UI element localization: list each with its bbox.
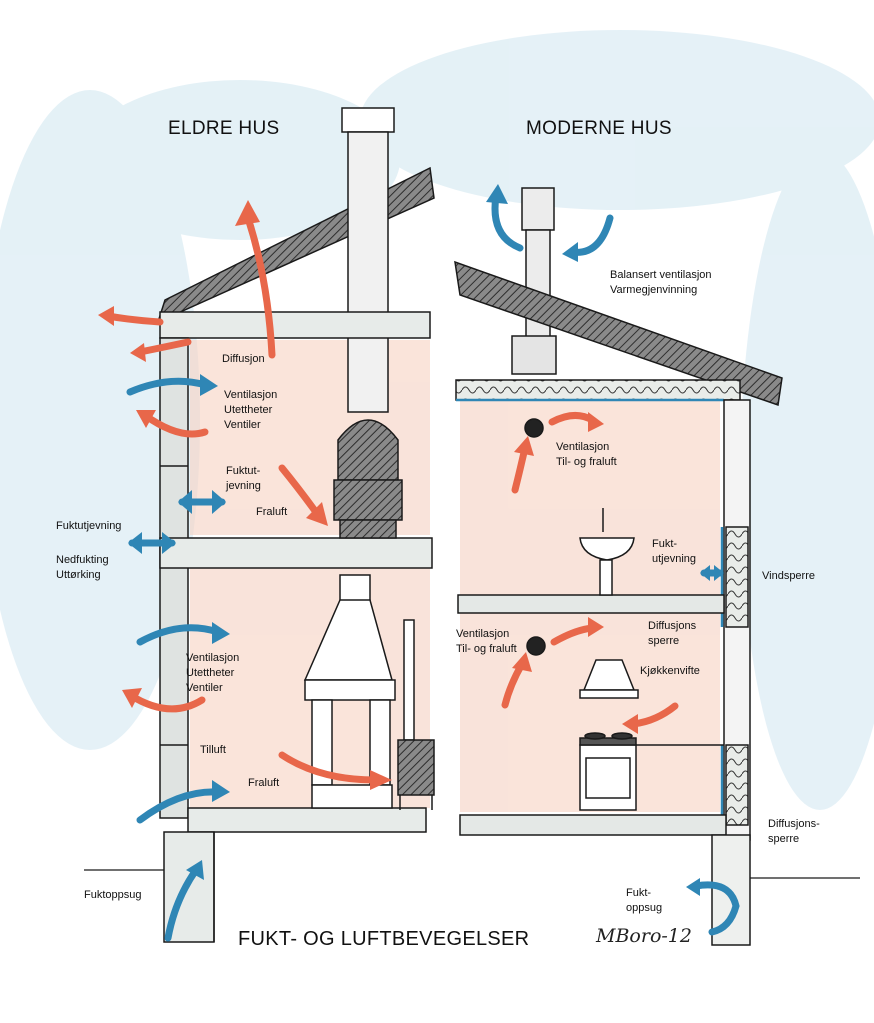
- label-fraluft-bottom: Fraluft: [248, 777, 280, 789]
- title-older-house: ELDRE HUS: [168, 118, 280, 139]
- label-ventilasjon-top: Ventilasjon Utettheter Ventiler: [224, 389, 278, 431]
- label-fukt-oppsug-right: Fukt- oppsug: [626, 887, 663, 914]
- modern-vent-ball-bottom: [526, 636, 546, 656]
- modern-stove: [579, 732, 724, 811]
- older-house: [156, 107, 435, 943]
- warm-arrow-top-outflow: [142, 412, 209, 438]
- label-tilluft: Tilluft: [200, 744, 226, 756]
- label-diffusjon: Diffusjon: [222, 353, 265, 365]
- artist-signature: MBoro-12: [596, 925, 692, 947]
- label-ventilasjon-modern-top: Ventilasjon Til- og fraluft: [556, 441, 617, 468]
- modern-vent-ball-top: [524, 418, 544, 438]
- older-chimney: [341, 107, 395, 133]
- older-woodstove: [397, 619, 435, 810]
- label-diffusjonssperre-bottom: Diffusjons- sperre: [768, 818, 820, 845]
- label-fuktoppsug-left: Fuktoppsug: [84, 889, 142, 901]
- warm-arrow-fraluft-lower: [278, 751, 379, 784]
- modern-sink: [579, 508, 635, 596]
- label-kjokkenvifte: Kjøkkenvifte: [640, 665, 700, 677]
- label-diffusjons-sperre: Diffusjons sperre: [648, 620, 697, 647]
- title-modern-house: MODERNE HUS: [526, 118, 672, 139]
- exterior-wash: [0, 30, 874, 810]
- label-ventilasjon-bottom: Ventilasjon Utettheter Ventiler: [186, 652, 240, 694]
- cool-arrow-top-inflow: [126, 377, 209, 396]
- label-fuktutjevning-wall: Fuktutjevning: [56, 520, 122, 532]
- cool-arrow-modern-oppsug: [692, 881, 740, 936]
- modern-roof: [454, 260, 783, 407]
- cool-arrow-tilluft: [136, 788, 222, 824]
- label-fraluft-top: Fraluft: [256, 506, 288, 518]
- older-stove-upper: [333, 419, 403, 539]
- modern-house: [454, 187, 783, 946]
- warm-arrow-roof-diffusion: [244, 214, 276, 359]
- older-fireplace: [303, 574, 396, 809]
- main-title: FUKT- OG LUFTBEVEGELSER: [238, 928, 530, 950]
- warm-arrow-bottom-outflow: [126, 691, 206, 713]
- cool-arrow-vent-out: [491, 192, 524, 252]
- cool-arrow-heads: [128, 184, 724, 896]
- cool-arrow-fuktoppsug: [164, 866, 200, 942]
- older-wall: [159, 337, 189, 819]
- label-ventilasjon-modern-bottom: Ventilasjon Til- og fraluft: [456, 628, 517, 655]
- modern-kitchen-hood: [579, 659, 639, 699]
- warm-arrow-heads: [98, 200, 638, 790]
- label-nedfukting: Nedfukting Uttørking: [56, 554, 109, 581]
- label-balansert-ventilasjon: Balansert ventilasjon Varmegjenvinning: [610, 269, 712, 296]
- modern-vent-stack: [521, 187, 555, 231]
- cool-arrow-bottom-inflow: [136, 624, 222, 646]
- label-vindsperre: Vindsperre: [762, 570, 815, 582]
- label-fuktutjevning-mid: Fuktut- jevning: [226, 465, 261, 492]
- label-fukt-utjevning-modern: Fukt- utjevning: [652, 538, 697, 565]
- ground-lines: [84, 869, 860, 879]
